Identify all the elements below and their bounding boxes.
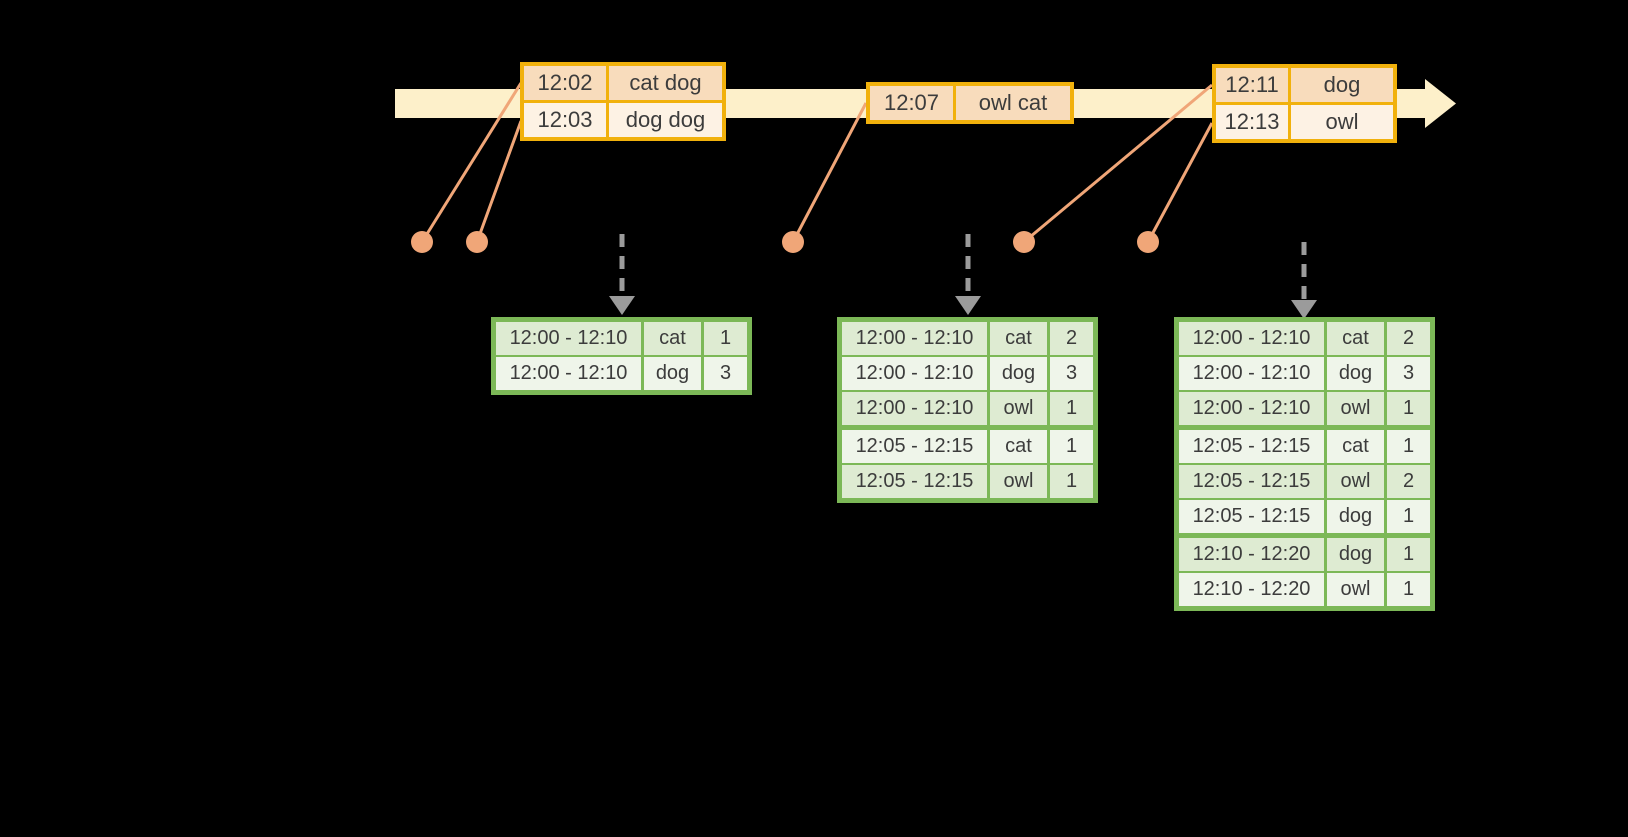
window-cell: 12:00 - 12:10 [842, 357, 987, 390]
word-cell: cat [1327, 430, 1384, 463]
window-cell: 12:00 - 12:10 [1179, 357, 1324, 390]
dashed-down-arrow-icon [1291, 242, 1317, 319]
word-cell: owl [990, 392, 1047, 425]
window-cell: 12:00 - 12:10 [842, 322, 987, 355]
count-cell: 3 [1387, 357, 1430, 390]
event-words-cell: owl [1291, 105, 1393, 139]
event-connector-line [1146, 122, 1214, 243]
event-time-cell: 12:07 [870, 86, 953, 120]
count-cell: 1 [1387, 392, 1430, 425]
word-cell: dog [644, 357, 701, 390]
event-dot-icon [1137, 231, 1159, 253]
dashed-down-arrow-icon [609, 234, 635, 315]
count-cell: 1 [1387, 430, 1430, 463]
event-dot-icon [1013, 231, 1035, 253]
word-cell: owl [990, 465, 1047, 498]
window-cell: 12:00 - 12:10 [842, 392, 987, 425]
event-time-cell: 12:13 [1216, 105, 1288, 139]
event-time-cell: 12:03 [524, 103, 606, 137]
window-cell: 12:05 - 12:15 [1179, 500, 1324, 533]
word-cell: dog [1327, 500, 1384, 533]
timeline-arrowhead-icon [1425, 79, 1456, 128]
event-words-cell: dog [1291, 68, 1393, 102]
event-connector-line [791, 102, 868, 243]
count-cell: 1 [1387, 538, 1430, 571]
event-time-cell: 12:02 [524, 66, 606, 100]
event-dot-icon [466, 231, 488, 253]
event-connector-line [475, 120, 523, 243]
word-cell: cat [990, 430, 1047, 463]
window-cell: 12:10 - 12:20 [1179, 573, 1324, 606]
count-cell: 1 [1387, 573, 1430, 606]
count-cell: 1 [1050, 465, 1093, 498]
count-cell: 3 [1050, 357, 1093, 390]
event-time-cell: 12:11 [1216, 68, 1288, 102]
window-cell: 12:00 - 12:10 [1179, 392, 1324, 425]
count-cell: 2 [1387, 465, 1430, 498]
window-cell: 12:05 - 12:15 [1179, 430, 1324, 463]
window-cell: 12:00 - 12:10 [496, 322, 641, 355]
event-words-cell: dog dog [609, 103, 722, 137]
event-words-cell: owl cat [956, 86, 1070, 120]
count-cell: 1 [1050, 430, 1093, 463]
dashed-down-arrow-icon [955, 234, 981, 315]
word-cell: cat [1327, 322, 1384, 355]
count-cell: 2 [1387, 322, 1430, 355]
window-cell: 12:05 - 12:15 [842, 465, 987, 498]
word-cell: dog [990, 357, 1047, 390]
window-cell: 12:10 - 12:20 [1179, 538, 1324, 571]
count-cell: 1 [704, 322, 747, 355]
count-cell: 3 [704, 357, 747, 390]
count-cell: 1 [1387, 500, 1430, 533]
word-cell: owl [1327, 573, 1384, 606]
word-cell: dog [1327, 538, 1384, 571]
count-cell: 2 [1050, 322, 1093, 355]
event-dot-icon [411, 231, 433, 253]
word-cell: cat [644, 322, 701, 355]
event-words-cell: cat dog [609, 66, 722, 100]
word-cell: cat [990, 322, 1047, 355]
count-cell: 1 [1050, 392, 1093, 425]
window-cell: 12:05 - 12:15 [842, 430, 987, 463]
window-cell: 12:00 - 12:10 [1179, 322, 1324, 355]
event-dot-icon [782, 231, 804, 253]
word-cell: owl [1327, 392, 1384, 425]
window-cell: 12:05 - 12:15 [1179, 465, 1324, 498]
window-cell: 12:00 - 12:10 [496, 357, 641, 390]
event-connector-line [420, 82, 523, 243]
word-cell: owl [1327, 465, 1384, 498]
word-cell: dog [1327, 357, 1384, 390]
